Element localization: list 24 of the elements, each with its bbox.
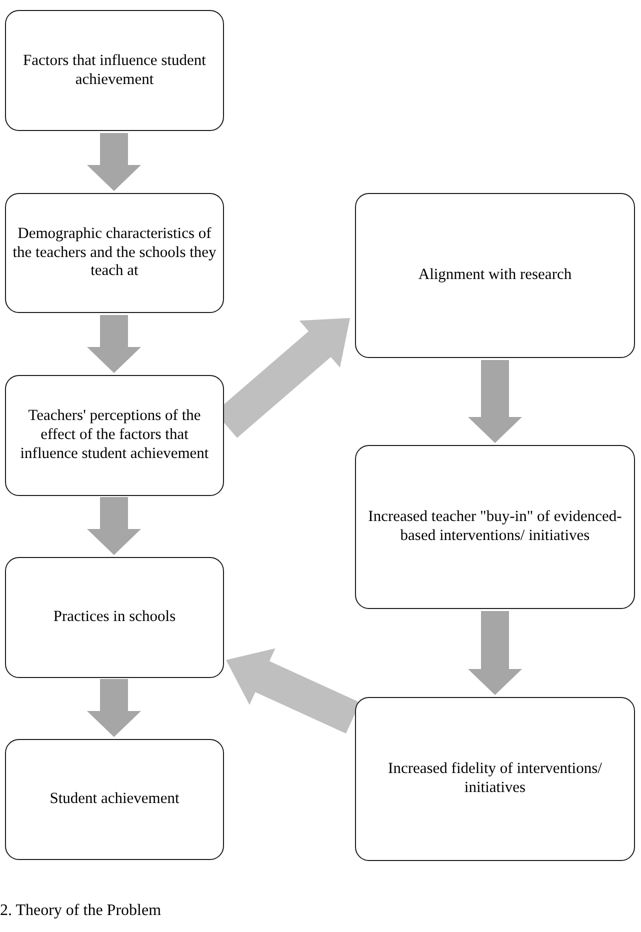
process-box [5, 557, 224, 678]
block-arrow [87, 497, 141, 555]
process-box [355, 445, 635, 609]
box-text: Demographic characteristics of the teachers and the schools they teach at [12, 224, 217, 282]
box-text: Increased teacher "buy-in" of evidenced-based interventions/ initiatives [367, 508, 623, 546]
box-text: Increased fidelity of interventions/ initiatives [387, 760, 603, 798]
block-arrow [468, 360, 522, 443]
block-arrow [468, 611, 522, 695]
process-box [5, 193, 224, 313]
block-arrow [87, 679, 141, 737]
box-text: Teachers' perceptions of the effect of the factors that influence student achievement [19, 407, 210, 464]
box-text: Alignment with research [418, 266, 572, 285]
block-arrow [226, 648, 360, 734]
process-box [5, 10, 224, 131]
box-text: Student achievement [50, 790, 180, 809]
process-box [5, 739, 224, 860]
block-arrow [87, 133, 141, 191]
process-box [355, 697, 635, 861]
figure-caption: 2. Theory of the Problem [0, 902, 162, 920]
block-arrow [87, 315, 141, 373]
process-box [355, 193, 635, 358]
box-text: Factors that influence student achievement [22, 52, 207, 90]
box-text: Practices in schools [53, 608, 176, 627]
process-box [5, 375, 224, 496]
